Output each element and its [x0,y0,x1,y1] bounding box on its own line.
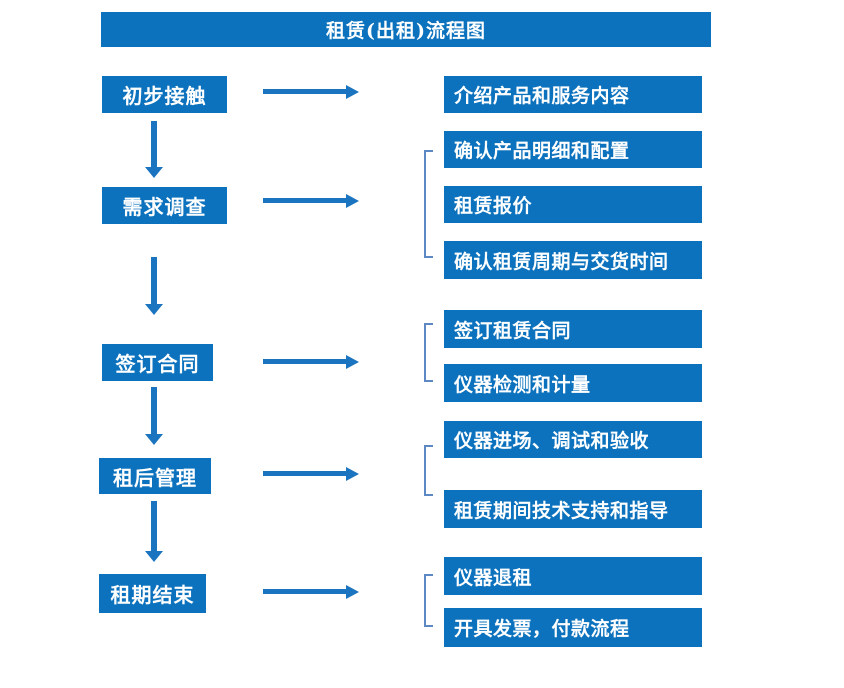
right-arrow-icon [263,194,359,208]
output-box: 租赁期间技术支持和指导 [444,490,702,528]
output-box: 确认租赁周期与交货时间 [444,241,702,279]
page-title: 租赁(出租)流程图 [101,12,711,47]
group-bracket [424,150,433,258]
arrow-shaft [263,359,348,364]
arrow-head [145,304,163,315]
output-box: 开具发票，付款流程 [444,608,702,647]
stage-box-initial-contact: 初步接触 [102,76,227,113]
arrow-shaft [263,198,348,203]
arrow-head [346,194,359,208]
arrow-shaft [263,89,348,94]
arrow-shaft [151,387,157,436]
output-box: 仪器检测和计量 [444,364,702,402]
group-bracket [424,574,433,627]
down-arrow-icon [145,387,163,445]
down-arrow-icon [145,121,163,178]
arrow-head [145,434,163,445]
arrow-head [346,585,359,599]
arrow-shaft [151,501,157,553]
arrow-head [346,85,359,99]
stage-box-rental-end: 租期结束 [99,574,206,613]
right-arrow-icon [263,467,359,481]
stage-box-post-rental-management: 租后管理 [99,458,211,494]
output-box: 仪器进场、调试和验收 [444,421,702,458]
stage-box-demand-survey: 需求调查 [102,187,227,224]
right-arrow-icon [263,585,359,599]
stage-box-contract-signing: 签订合同 [102,344,213,381]
arrow-shaft [151,257,157,306]
right-arrow-icon [263,355,359,369]
arrow-shaft [263,589,348,594]
output-box: 仪器退租 [444,557,702,595]
right-arrow-icon [263,85,359,99]
arrow-head [145,551,163,562]
output-box: 确认产品明细和配置 [444,131,702,168]
arrow-head [346,467,359,481]
down-arrow-icon [145,501,163,562]
arrow-head [346,355,359,369]
arrow-shaft [151,121,157,169]
down-arrow-icon [145,257,163,315]
output-box: 签订租赁合同 [444,310,702,348]
group-bracket [424,323,433,382]
output-box: 介绍产品和服务内容 [444,76,702,113]
arrow-head [145,167,163,178]
arrow-shaft [263,471,348,476]
output-box: 租赁报价 [444,186,702,223]
group-bracket [424,445,433,496]
